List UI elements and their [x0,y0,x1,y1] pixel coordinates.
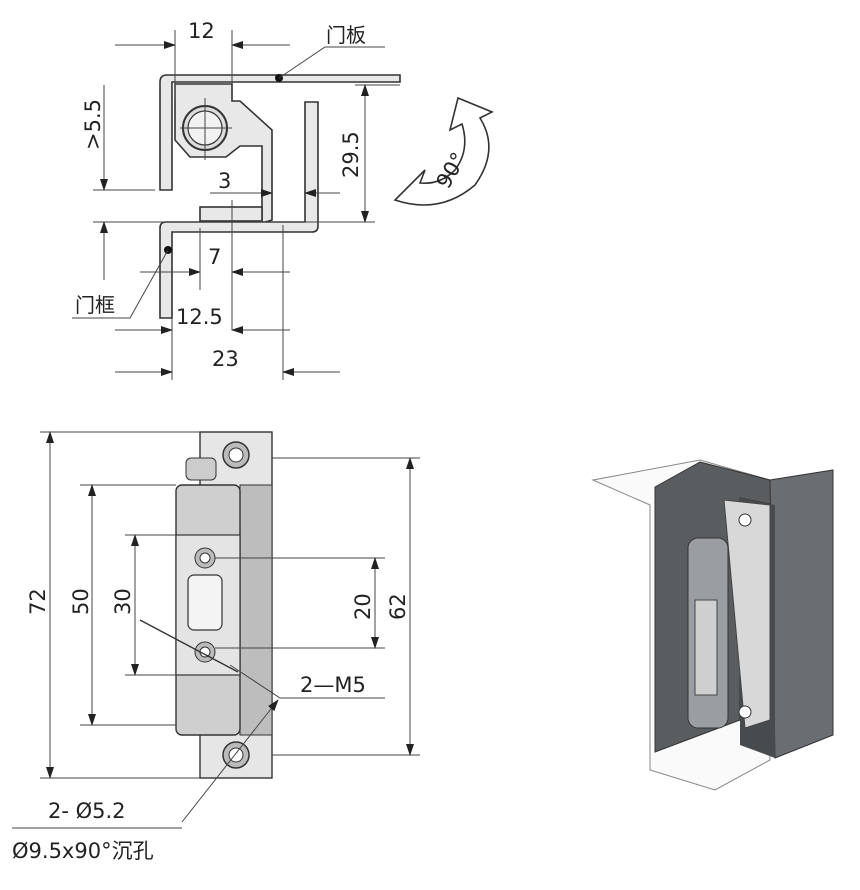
dim-pivot: 12.5 [176,305,223,329]
thread-note: 2—M5 [300,673,366,697]
door-panel [159,74,401,191]
dim-barrel: 50 [69,588,93,615]
rotation-arrow-icon [393,96,494,206]
isometric-view [591,459,834,791]
dim-slot: 30 [111,588,135,615]
label-door: 门板 [326,23,366,47]
hinge-leaf-top [174,83,273,225]
dim-clearance: 3 [218,169,231,193]
frame-3d [769,469,834,759]
hole-note: 2- Ø5.2 [48,799,126,823]
dim-total-height: 72 [26,588,50,615]
top-view: 12 门板 >5.5 29.5 3 7 12.5 23 门框 [72,19,494,380]
countersink-note: Ø9.5x90°沉孔 [12,839,154,863]
front-view: 72 50 30 20 62 2—M5 2- Ø5.2 Ø9.5x90°沉孔 [12,431,420,863]
dim-width: 12 [188,19,215,43]
dim-hole-pitch: 20 [351,593,375,620]
hinge-leaf-bottom [199,206,263,222]
dim-offset: 7 [208,245,221,269]
dim-min-gap: >5.5 [81,99,105,150]
label-frame: 门框 [75,293,115,317]
dim-height: 29.5 [339,131,363,178]
dim-total: 23 [212,347,239,371]
dim-mount-pitch: 62 [386,593,410,620]
